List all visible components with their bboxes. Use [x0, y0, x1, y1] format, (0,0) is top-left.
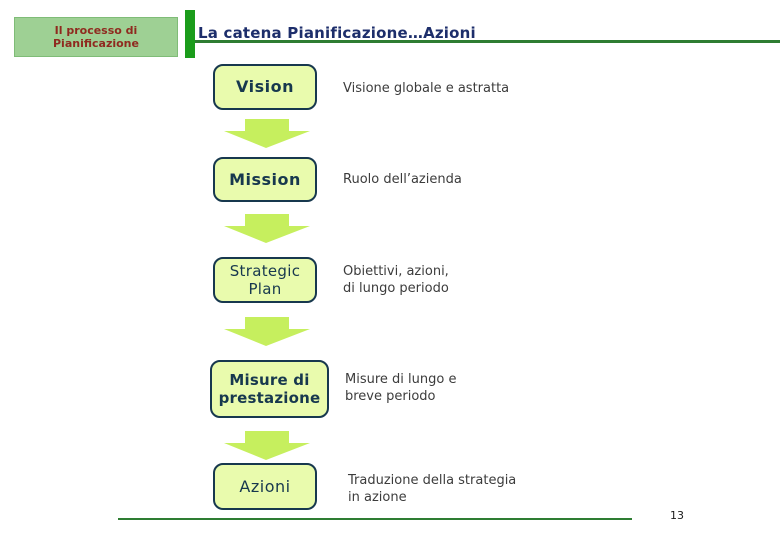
- flow-desc-misure-di-prestazione: Misure di lungo e breve periodo: [345, 372, 457, 404]
- down-arrow-icon: [224, 119, 310, 148]
- footer-line: [118, 518, 632, 520]
- down-arrow-icon: [224, 214, 310, 243]
- section-label-box: Il processo di Pianificazione: [14, 17, 178, 57]
- flow-box-misure-di-prestazione: Misure di prestazione: [210, 360, 329, 418]
- flow-box-azioni: Azioni: [213, 463, 317, 510]
- down-arrow-shape: [224, 317, 310, 346]
- flow-desc-mission: Ruolo dell’azienda: [343, 172, 462, 187]
- flow-desc-strategic-plan: Obiettivi, azioni, di lungo periodo: [343, 264, 449, 296]
- down-arrow-shape: [224, 431, 310, 460]
- flow-desc-azioni: Traduzione della strategia in azione: [348, 473, 517, 505]
- down-arrow-shape: [224, 119, 310, 148]
- title-accent-bar: [185, 10, 195, 58]
- slide-title: La catena Pianificazione…Azioni: [198, 24, 476, 42]
- title-underline: [195, 40, 780, 43]
- down-arrow-icon: [224, 317, 310, 346]
- section-label: Il processo di Pianificazione: [53, 24, 139, 50]
- down-arrow-shape: [224, 214, 310, 243]
- flow-box-vision: Vision: [213, 64, 317, 110]
- page-number: 13: [670, 509, 684, 522]
- flow-box-strategic-plan: Strategic Plan: [213, 257, 317, 303]
- flow-box-mission: Mission: [213, 157, 317, 202]
- down-arrow-icon: [224, 431, 310, 460]
- flow-desc-vision: Visione globale e astratta: [343, 81, 510, 96]
